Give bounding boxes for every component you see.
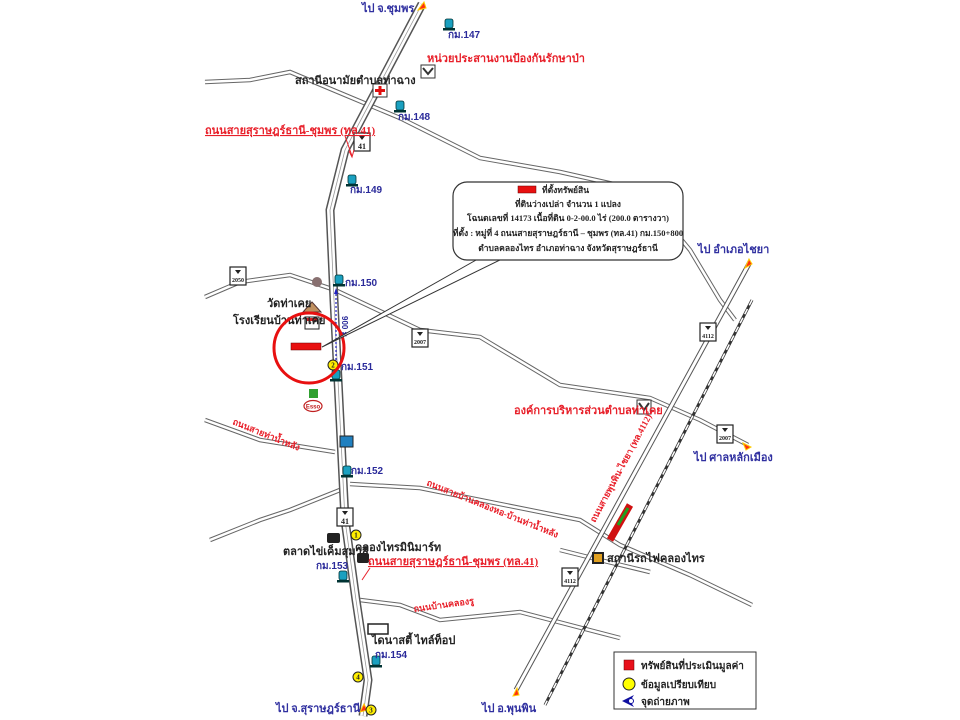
svg-text:องค์การบริหารส่วนตำบลท่าเคย: องค์การบริหารส่วนตำบลท่าเคย [514,404,663,417]
km-marker-150: กม.150 [332,274,378,289]
km-marker-152: กม.152 [340,465,384,478]
svg-text:2007: 2007 [719,436,731,442]
comparison-point-1: 1 [350,529,362,541]
train-icon [606,503,634,542]
map-legend: ทรัพย์สินที่ประเมินมูลค่า ข้อมูลเปรียบเท… [613,651,757,710]
legend-item-comparison: ข้อมูลเปรียบเทียบ [622,677,716,692]
svg-text:กม.154: กม.154 [375,650,408,661]
train-station: สถานีรถไฟคลองไทร [592,551,705,565]
km-marker-154: กม.154 [369,650,408,668]
svg-text:สถานีอนามัยตำบลท่าฉาง: สถานีอนามัยตำบลท่าฉาง [295,74,416,87]
svg-text:กม.148: กม.148 [398,112,431,123]
svg-text:41: 41 [341,517,349,526]
road-label-hwy41-bottom: ถนนสายสุราษฎร์ธานี-ชุมพร (ทล.41) [368,555,538,569]
svg-text:กม.150: กม.150 [345,278,378,289]
railway [543,299,754,706]
svg-text:3: 3 [369,707,373,715]
distance-indicator: 900 ม. [334,288,349,370]
gas-station-icon [339,435,354,448]
svg-text:กม.147: กม.147 [448,30,481,41]
svg-text:โรงเรียนบ้านท่าเคย: โรงเรียนบ้านท่าเคย [232,313,326,327]
svg-text:หน่วยประสานงานป้องกันรักษาป่า: หน่วยประสานงานป้องกันรักษาป่า [427,52,585,65]
svg-text:4112: 4112 [702,334,714,340]
cafe: ไดนาสตี้ ไทล์ท็อป [367,623,455,647]
legend-item-photo-point: จุดถ่ายภาพ [622,695,690,708]
route-shield-41-bottom: 41 [336,507,354,527]
svg-text:ตลาดไข่เค็มสุมาลี: ตลาดไข่เค็มสุมาลี [283,544,369,559]
svg-text:สถานีรถไฟคลองไทร: สถานีรถไฟคลองไทร [607,551,705,565]
svg-text:กม.151: กม.151 [341,362,374,373]
legend-item-subject: ทรัพย์สินที่ประเมินมูลค่า [623,658,744,673]
road-label-khlong-ho: ถนนสายบ้านคลองหอ-บ้านท่าน้ำหลัง [425,476,560,540]
comparison-point-3: 3 [365,704,377,716]
direction-arrow-icons [359,0,753,713]
destination-chaiya: ไป อำเภอไชยา [696,242,769,256]
svg-text:2050: 2050 [232,278,244,284]
health-station: สถานีอนามัยตำบลท่าฉาง [295,74,416,98]
road-label-khlong-ru: ถนนบ้านคลองรู [413,596,475,615]
svg-text:4112: 4112 [564,579,576,585]
school: โรงเรียนบ้านท่าเคย [232,313,326,330]
svg-text:ที่ดินว่างเปล่า จำนวน 1 แปลง: ที่ดินว่างเปล่า จำนวน 1 แปลง [515,197,621,209]
svg-text:Esso: Esso [306,405,321,411]
svg-text:900 ม.: 900 ม. [340,316,349,339]
minimart: คลองไทรมินิมาร์ท [355,540,441,563]
svg-text:จุดถ่ายภาพ: จุดถ่ายภาพ [641,696,690,708]
km-marker-148: กม.148 [393,100,431,123]
svg-text:วัดท่าเคย: วัดท่าเคย [267,297,311,310]
svg-text:กม.149: กม.149 [350,185,383,196]
esso-station: Esso [303,389,323,413]
svg-text:ทรัพย์สินที่ประเมินมูลค่า: ทรัพย์สินที่ประเมินมูลค่า [641,658,744,673]
subject-property [272,311,346,385]
svg-text:2: 2 [331,362,335,370]
comparison-point-4: 4 [352,671,364,683]
svg-text:กม.153: กม.153 [316,561,349,572]
svg-text:ตำบลคลองไทร อำเภอท่าฉาง จังห: ตำบลคลองไทร อำเภอท่าฉาง จังหวัดสุราษฎร์ธ… [478,243,658,254]
svg-text:2007: 2007 [414,340,426,346]
route-shield-4112-top: 4112 [699,322,717,342]
route-shield-4112-bottom: 4112 [561,567,579,587]
destination-surat-thani: ไป จ.สุราษฎร์ธานี [274,701,361,716]
property-callout: ที่ตั้งทรัพย์สิน ที่ดินว่างเปล่า จำนวน 1… [321,181,684,348]
svg-text:คลองไทรมินิมาร์ท: คลองไทรมินิมาร์ท [355,540,441,554]
km-marker-147: กม.147 [442,18,481,41]
svg-text:1: 1 [354,532,358,540]
svg-text:ไดนาสตี้ ไทล์ท็อป: ไดนาสตี้ ไทล์ท็อป [370,632,455,647]
km-marker-151: กม.151 [329,362,374,382]
forest-unit: หน่วยประสานงานป้องกันรักษาป่า [420,52,585,79]
km-marker-149: กม.149 [345,174,383,196]
road-label-hwy41-top: ถนนสายสุราษฎร์ธานี-ชุมพร (ทล.41) [205,124,375,138]
market: ตลาดไข่เค็มสุมาลี [283,533,369,559]
destination-city-pillar: ไป ศาลหลักเมือง [692,450,773,464]
km-marker-153: กม.153 [316,561,350,583]
svg-text:ที่ตั้งทรัพย์สิน: ที่ตั้งทรัพย์สิน [542,183,589,195]
highway-41 [325,1,426,717]
route-shield-2007-east: 2007 [716,424,734,444]
svg-text:ข้อมูลเปรียบเทียบ: ข้อมูลเปรียบเทียบ [641,679,716,692]
svg-text:41: 41 [358,142,366,151]
route-shield-41-top: 41 [353,132,371,152]
route-shield-2007: 2007 [411,328,429,348]
svg-text:4: 4 [356,674,360,682]
destination-chumphon: ไป จ.ชุมพร [360,1,414,16]
svg-text:กม.152: กม.152 [351,466,384,477]
route-shield-2050: 2050 [229,266,247,286]
svg-text:โฉนดเลขที่ 14173 เนื้อที่ดิน 0: โฉนดเลขที่ 14173 เนื้อที่ดิน 0-2-00.0 ไร… [466,211,669,223]
destination-phunphin: ไป อ.พุนพิน [480,701,537,716]
tao-office: องค์การบริหารส่วนตำบลท่าเคย [514,399,663,417]
svg-text:ที่ตั้ง : หมู่ที่ 4 ถนนสายสุรา: ที่ตั้ง : หมู่ที่ 4 ถนนสายสุราษฎร์ธานี –… [453,226,683,239]
temple: วัดท่าเคย [267,277,323,313]
